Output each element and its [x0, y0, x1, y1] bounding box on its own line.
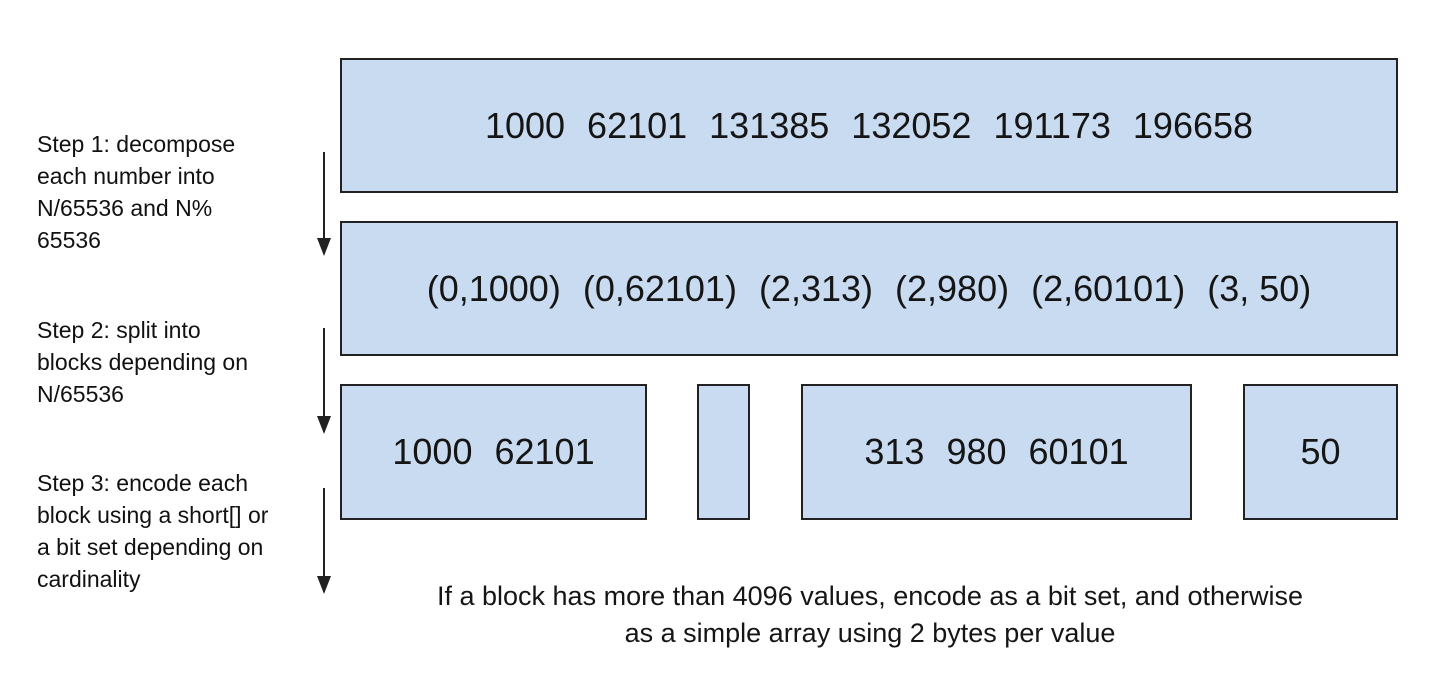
block-2-values: 313 980 60101: [853, 431, 1139, 473]
block-1-empty: [697, 384, 750, 520]
input-number: 196658: [1132, 104, 1254, 146]
block-2: 313 980 60101: [801, 384, 1192, 520]
input-number: 62101: [587, 104, 688, 146]
decomposed-pairs-box: (0,1000) (0,62101) (2,313) (2,980) (2,60…: [340, 221, 1398, 356]
input-number: 191173: [993, 104, 1111, 146]
block-value: 60101: [1028, 431, 1129, 472]
step-1-label: Step 1: decompose each number into N/655…: [37, 131, 236, 253]
decomposed-pair: (0,62101): [582, 267, 737, 309]
encoding-note-line-1: If a block has more than 4096 values, en…: [436, 581, 1304, 611]
input-number: 132052: [851, 104, 972, 146]
decomposed-pair: (2,60101): [1031, 267, 1186, 309]
block-value: 313: [864, 431, 925, 472]
decomposed-pair: (0,1000): [426, 267, 561, 309]
step-2-arrow: [317, 328, 331, 434]
decomposed-pair: (2,980): [895, 267, 1010, 309]
block-value: 980: [946, 431, 1007, 472]
decomposed-pair: (2,313): [758, 267, 874, 309]
input-numbers-box: 1000 62101 131385 132052 191173 196658: [340, 58, 1398, 193]
block-0: 1000 62101: [340, 384, 647, 520]
block-3-values: 50: [1289, 431, 1351, 473]
input-number: 131385: [709, 104, 830, 146]
block-3: 50: [1243, 384, 1398, 520]
block-value: 50: [1300, 431, 1341, 472]
step-3-label: Step 3: encode each block using a short[…: [37, 470, 269, 592]
block-0-values: 1000 62101: [381, 431, 605, 473]
step-2-label: Step 2: split into blocks depending on N…: [37, 317, 248, 407]
decomposed-pairs-row: (0,1000) (0,62101) (2,313) (2,980) (2,60…: [416, 268, 1323, 310]
encoding-note: If a block has more than 4096 values, en…: [340, 578, 1400, 652]
step-1-arrow: [317, 152, 331, 256]
block-value: 1000: [392, 431, 473, 472]
step-3-arrow: [317, 488, 331, 594]
encoding-note-line-2: as a simple array using 2 bytes per valu…: [624, 618, 1116, 648]
block-value: 62101: [494, 431, 595, 472]
input-numbers-row: 1000 62101 131385 132052 191173 196658: [474, 105, 1264, 147]
decomposed-pair: (3, 50): [1207, 267, 1312, 309]
input-number: 1000: [484, 104, 566, 146]
